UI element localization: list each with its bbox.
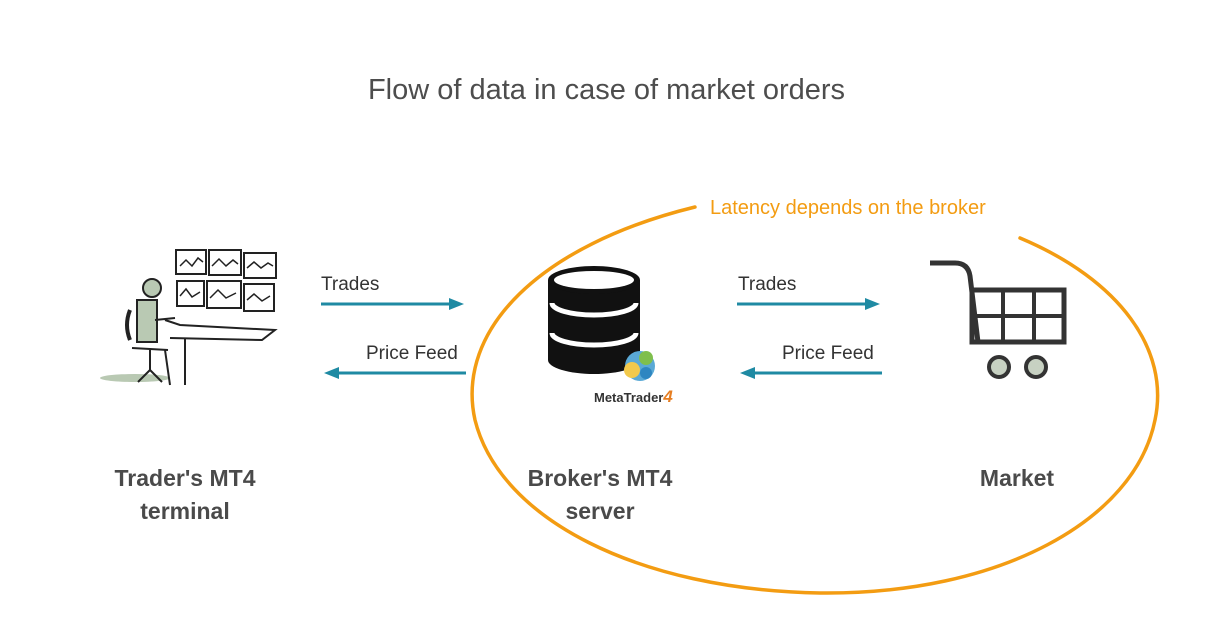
metatrader-wordmark: MetaTrader4 [594,387,673,407]
label-price-feed-right: Price Feed [782,343,874,364]
node-label-broker-line1: Broker's MT4 [527,465,673,491]
diagram-title: Flow of data in case of market orders [367,74,846,106]
arrow-trades-left [321,298,464,310]
label-price-feed-left: Price Feed [366,343,458,364]
arrow-price-feed-left [324,367,466,379]
node-label-market: Market [917,462,1117,495]
latency-note: Latency depends on the broker [710,197,986,219]
shopping-cart-icon [930,260,1067,379]
node-label-market-line1: Market [979,465,1055,491]
metatrader-logo-icon [624,351,655,381]
trader-workstation-icon [100,249,278,386]
node-label-broker-line2: server [565,498,635,524]
arrow-price-feed-right [740,367,882,379]
database-icon [548,266,640,374]
node-label-trader: Trader's MT4 terminal [85,462,285,528]
metatrader-version: 4 [663,387,673,406]
node-label-trader-line2: terminal [140,498,230,524]
latency-ellipse [470,205,1160,595]
arrow-trades-right [737,298,880,310]
label-trades-right: Trades [738,274,797,295]
node-label-broker: Broker's MT4 server [500,462,700,528]
node-label-trader-line1: Trader's MT4 [114,465,256,491]
metatrader-brand: MetaTrader [594,390,664,405]
label-trades-left: Trades [321,274,380,295]
